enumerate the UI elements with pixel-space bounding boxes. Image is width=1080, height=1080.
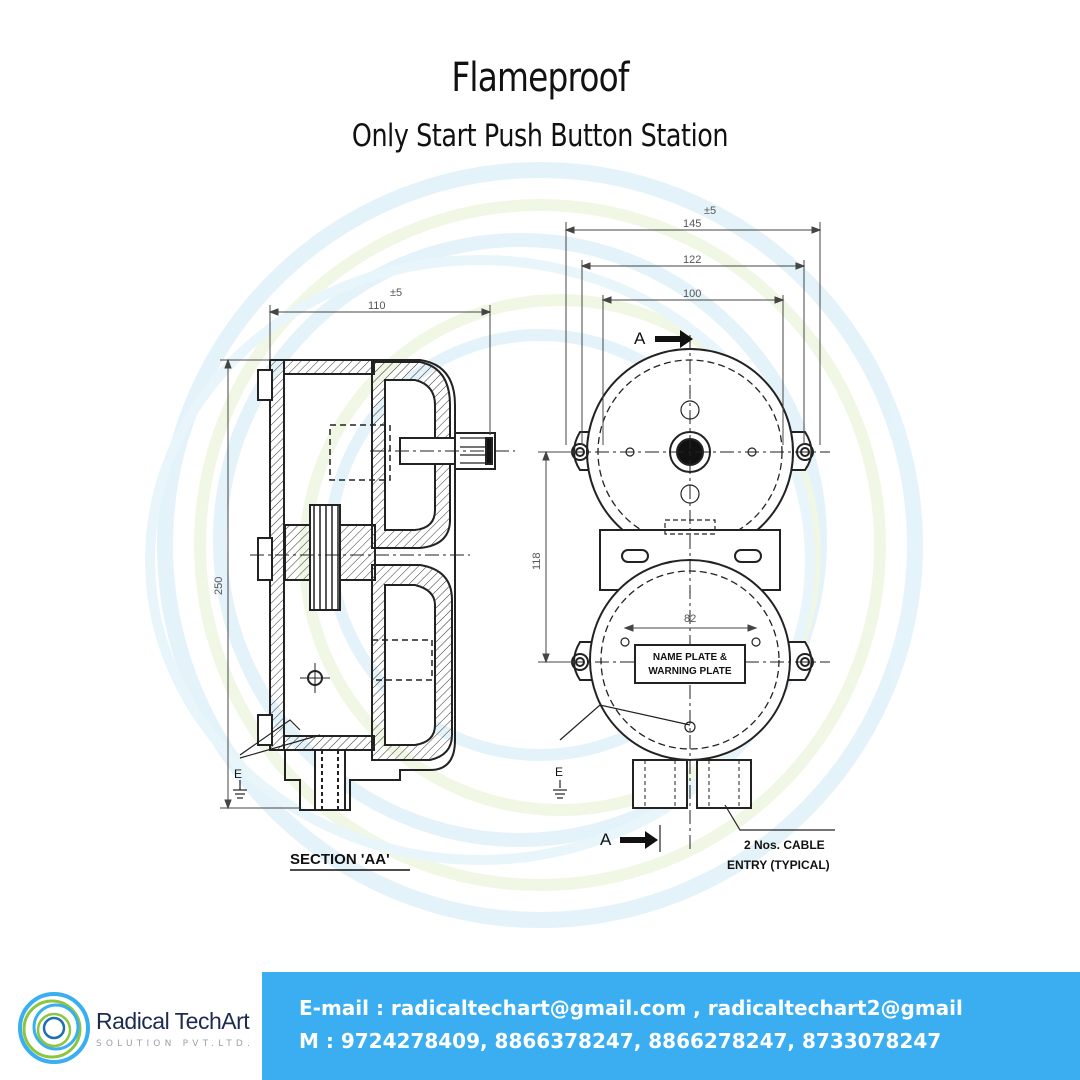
name-plate-line1: NAME PLATE & (653, 652, 727, 663)
footer-logo-area (0, 972, 262, 1080)
earth-label-left: E (234, 767, 242, 781)
dim-110: 110 (368, 300, 386, 312)
technical-drawing: ±5 145 122 100 ±5 110 82 250 118 A A NAM… (145, 162, 923, 928)
page-subtitle: Only Start Push Button Station (351, 118, 729, 154)
cable-entry-line2: ENTRY (TYPICAL) (727, 858, 830, 872)
brand-tagline: SOLUTION PVT.LTD. (96, 1039, 255, 1049)
dim-145: 145 (683, 218, 701, 230)
section-arrow-label-top: A (634, 329, 646, 348)
dim-250: 250 (213, 577, 225, 595)
dim-110-tolerance: ±5 (390, 287, 402, 299)
section-view (233, 359, 515, 811)
name-plate-line2: WARNING PLATE (648, 666, 731, 677)
company-logo-icon (18, 992, 90, 1064)
contact-phone[interactable]: M : 9724278409, 8866378247, 8866278247, … (299, 1029, 942, 1053)
dim-118: 118 (531, 552, 543, 570)
dim-82: 82 (684, 613, 696, 625)
page-title: Flameproof (451, 55, 629, 101)
earth-label-right: E (555, 765, 563, 779)
contact-email[interactable]: E-mail : radicaltechart@gmail.com , radi… (299, 996, 963, 1020)
dim-145-tolerance: ±5 (704, 205, 716, 217)
front-dimensions (538, 222, 822, 664)
section-dimensions (220, 305, 492, 810)
contact-bar: E-mail : radicaltechart@gmail.com , radi… (262, 972, 1080, 1080)
dim-100: 100 (683, 288, 701, 300)
cable-entry-line1: 2 Nos. CABLE (744, 838, 825, 852)
section-arrow-label-bottom: A (600, 830, 612, 849)
dim-122: 122 (683, 254, 701, 266)
section-caption: SECTION 'AA' (290, 851, 390, 868)
front-view (545, 330, 835, 852)
brand-name: Radical TechArt (96, 1008, 250, 1034)
